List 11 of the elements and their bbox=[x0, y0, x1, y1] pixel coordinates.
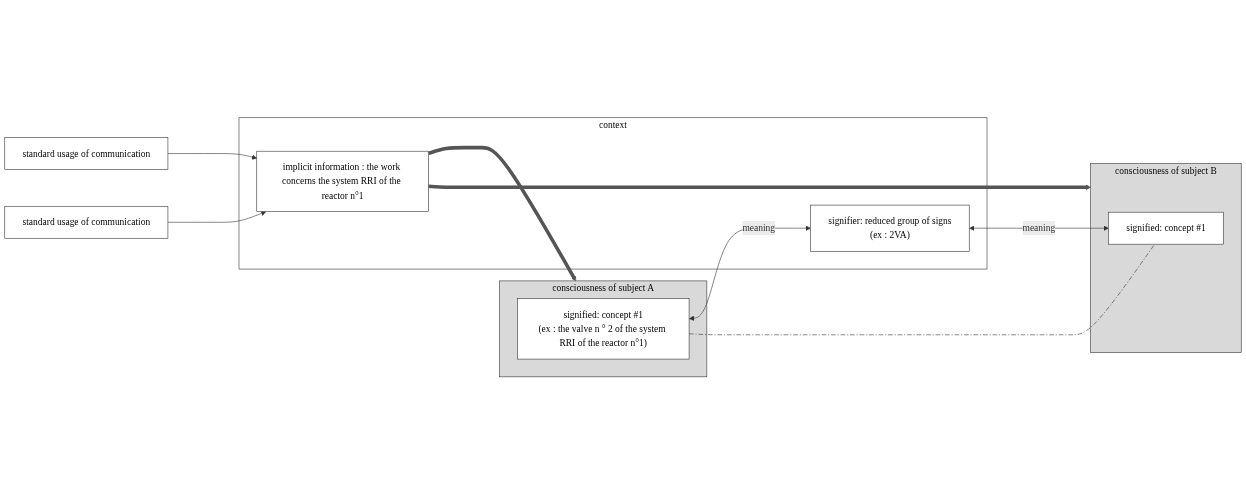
node-box: standard usage of communication bbox=[4, 206, 169, 239]
edge-label: meaning bbox=[1022, 223, 1056, 234]
node-box: standard usage of communication bbox=[4, 137, 169, 171]
connector bbox=[688, 244, 1155, 336]
node-box: signified: concept #1 (ex : the valve n ° 2 of the system RRI of the reactor n°1) bbox=[517, 298, 690, 360]
edge-label: meaning bbox=[742, 223, 776, 234]
arrow bbox=[428, 184, 1091, 191]
node-box: implicit information : the work concerns the system RRI of the reactor n°1 bbox=[256, 151, 429, 213]
node-box: signified: concept #1 bbox=[1108, 212, 1224, 245]
node-box: signifier: reduced group of signs (ex : 2VA) bbox=[810, 205, 970, 252]
arrow bbox=[427, 146, 577, 282]
